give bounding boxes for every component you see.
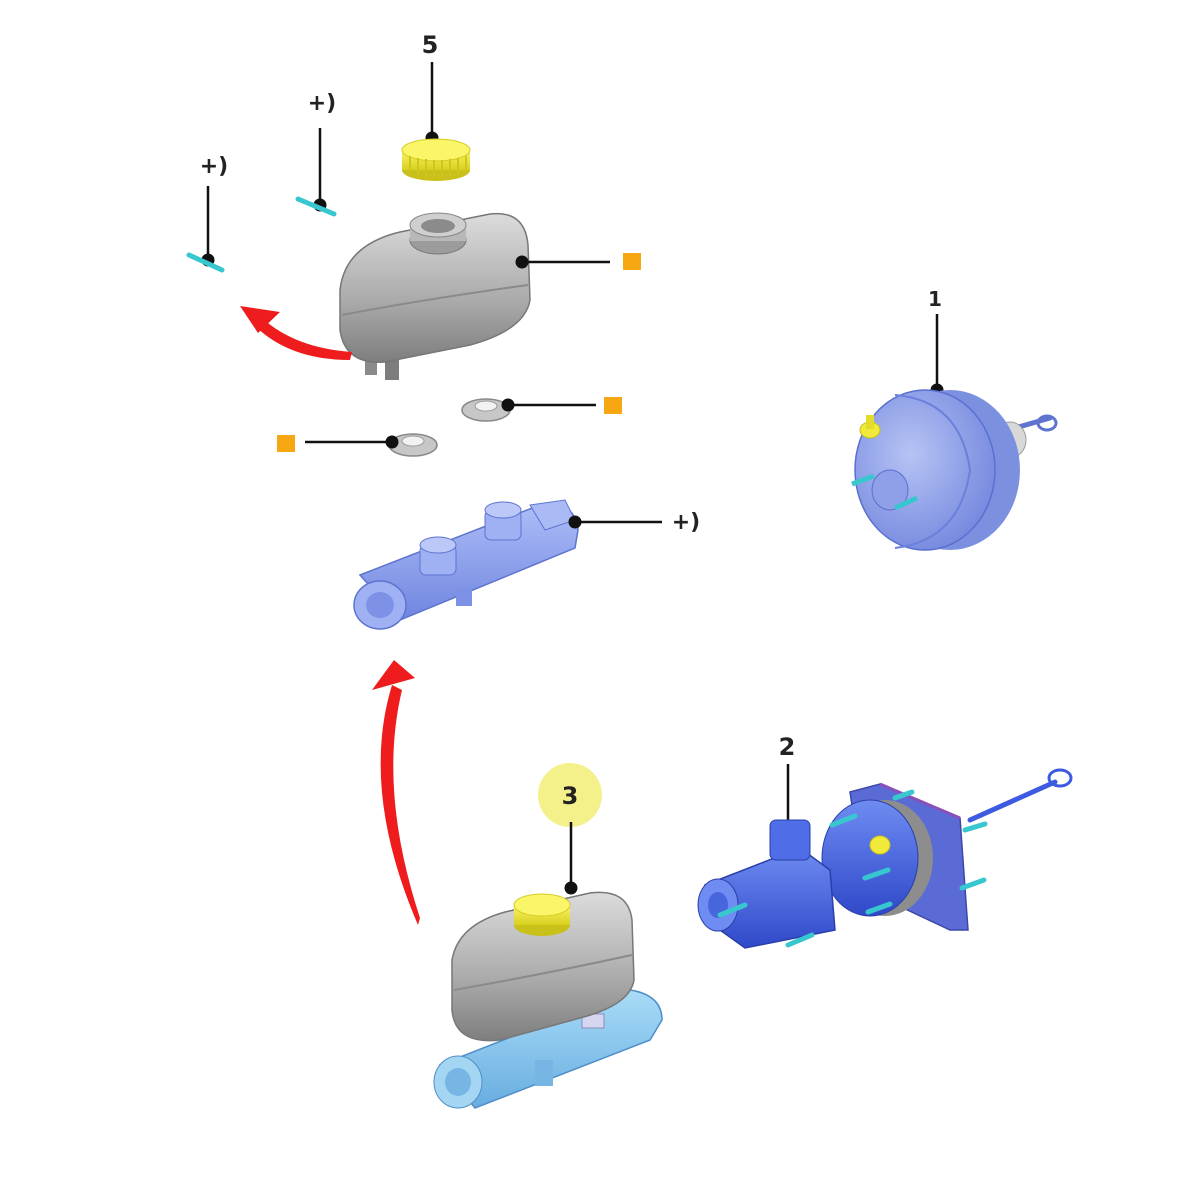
callout-3-label: 3 xyxy=(562,782,579,810)
reservoir-cap xyxy=(401,138,471,181)
marker-reservoir xyxy=(623,253,641,270)
marker-grommet-upper xyxy=(604,397,622,414)
callout-plus-left-label: +) xyxy=(200,154,229,179)
red-arrow-lower xyxy=(372,660,420,925)
clip-mid xyxy=(295,196,337,217)
callout-1-label: 1 xyxy=(928,287,942,311)
callout-5-label: 5 xyxy=(422,31,439,59)
callout-2-label: 2 xyxy=(779,733,796,761)
master-cylinder-assembly xyxy=(433,891,663,1109)
grommet-upper xyxy=(461,398,511,422)
brake-booster xyxy=(851,389,1058,551)
callout-plus-mid-label: +) xyxy=(308,91,337,116)
marker-grommet-lower xyxy=(277,435,295,452)
callout-plus-cylinder-label: +) xyxy=(672,510,701,535)
callout-3-highlight xyxy=(538,763,602,827)
grommet-lower xyxy=(388,433,438,457)
master-cylinder xyxy=(353,499,579,630)
clip-left xyxy=(186,252,225,273)
red-arrow-upper xyxy=(240,306,352,360)
fluid-reservoir xyxy=(339,212,531,380)
booster-assembly xyxy=(697,768,1073,949)
